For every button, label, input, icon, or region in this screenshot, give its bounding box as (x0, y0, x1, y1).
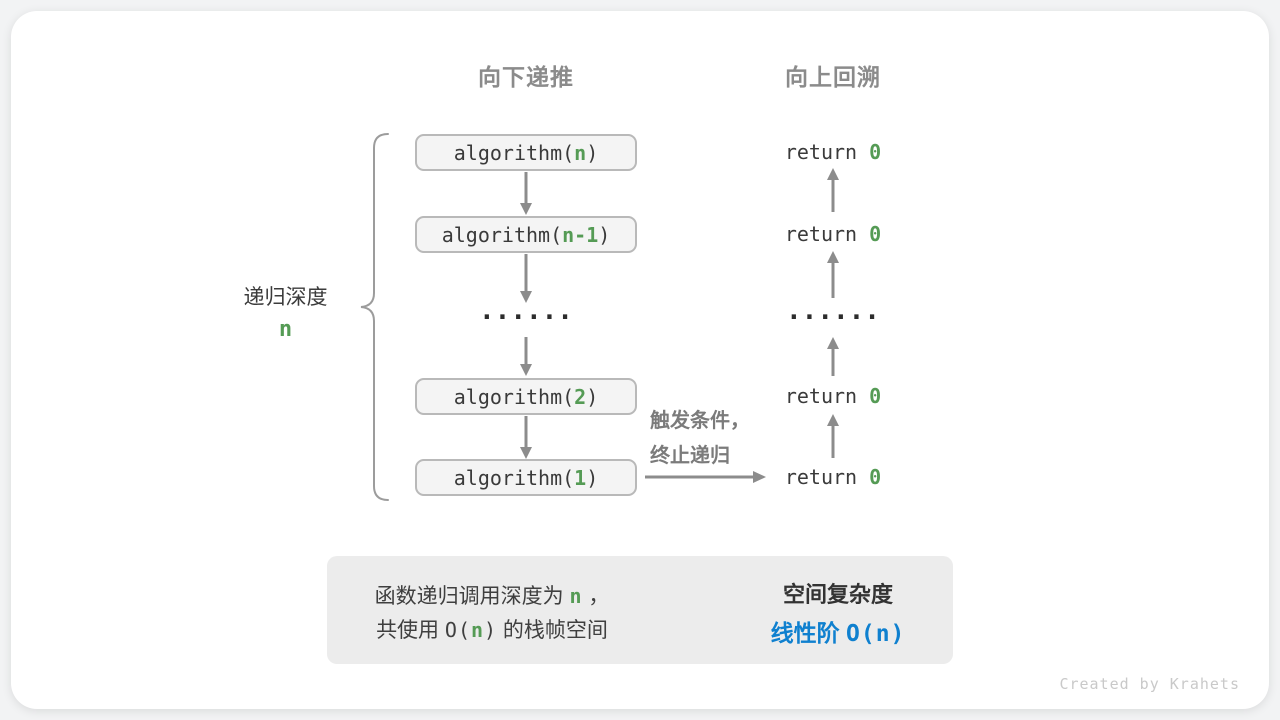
return-keyword: return (784, 222, 870, 246)
return-keyword: return (784, 140, 870, 164)
return-statement: return 0 (733, 463, 933, 491)
summary-line1-text: 函数递归调用深度为 (374, 585, 570, 608)
return-statement: return 0 (733, 220, 933, 248)
call-prefix: algorithm( (441, 222, 563, 247)
return-keyword: return (784, 384, 870, 408)
summary-line2: 共使用 O(n) 的栈帧空间 (327, 614, 657, 644)
space-complexity-result: 线性阶 O(n) (723, 614, 953, 648)
call-box-n: algorithm(n) (415, 134, 637, 171)
header-recurse-down: 向下递推 (478, 64, 574, 90)
call-arg: n-1 (562, 222, 599, 247)
space-complexity-title: 空间复杂度 (782, 582, 893, 607)
depth-n-text: n (278, 317, 293, 342)
result-o-open: O( (845, 621, 876, 647)
call-box-2: algorithm(2) (415, 378, 637, 415)
big-o-close: ) (484, 618, 498, 642)
base-case-label-line2: 终止递归 (650, 445, 730, 467)
call-suffix: ) (598, 222, 611, 247)
summary-line2-text: 共使用 (376, 619, 445, 642)
return-statement: return 0 (733, 138, 933, 166)
call-arg: 1 (574, 465, 587, 490)
return-value: 0 (869, 384, 882, 408)
summary-line2-tail: 的栈帧空间 (497, 619, 608, 642)
call-ellipsis: ...... (479, 296, 573, 326)
summary-line1-n: n (569, 584, 583, 608)
summary-panel (327, 556, 953, 664)
big-o-open: O( (444, 618, 471, 642)
return-ellipsis: ...... (786, 296, 880, 326)
result-o-close: ) (890, 621, 906, 647)
header-backtrack-up: 向上回溯 (785, 64, 881, 90)
depth-label: 递归深度 (243, 286, 328, 309)
big-o-n: n (471, 618, 485, 642)
return-value: 0 (869, 222, 882, 246)
call-prefix: algorithm( (453, 465, 575, 490)
return-value: 0 (869, 140, 882, 164)
call-arg: n (574, 140, 587, 165)
return-value: 0 (869, 465, 882, 489)
call-prefix: algorithm( (453, 140, 575, 165)
return-keyword: return (784, 465, 870, 489)
result-o-n: n (875, 621, 891, 647)
call-box-n-1: algorithm(n-1) (415, 216, 637, 253)
linear-order-text: 线性阶 (770, 620, 846, 646)
call-arg: 2 (574, 384, 587, 409)
return-statement: return 0 (733, 382, 933, 410)
call-suffix: ) (586, 465, 599, 490)
call-box-1: algorithm(1) (415, 459, 637, 496)
call-suffix: ) (586, 140, 599, 165)
base-case-label-line1: 触发条件， (650, 410, 750, 432)
watermark-credit: Created by Krahets (1059, 675, 1240, 693)
summary-line1-comma: ， (582, 585, 610, 608)
call-prefix: algorithm( (453, 384, 575, 409)
depth-value: n (228, 317, 343, 342)
summary-line1: 函数递归调用深度为 n ， (327, 580, 657, 610)
call-suffix: ) (586, 384, 599, 409)
